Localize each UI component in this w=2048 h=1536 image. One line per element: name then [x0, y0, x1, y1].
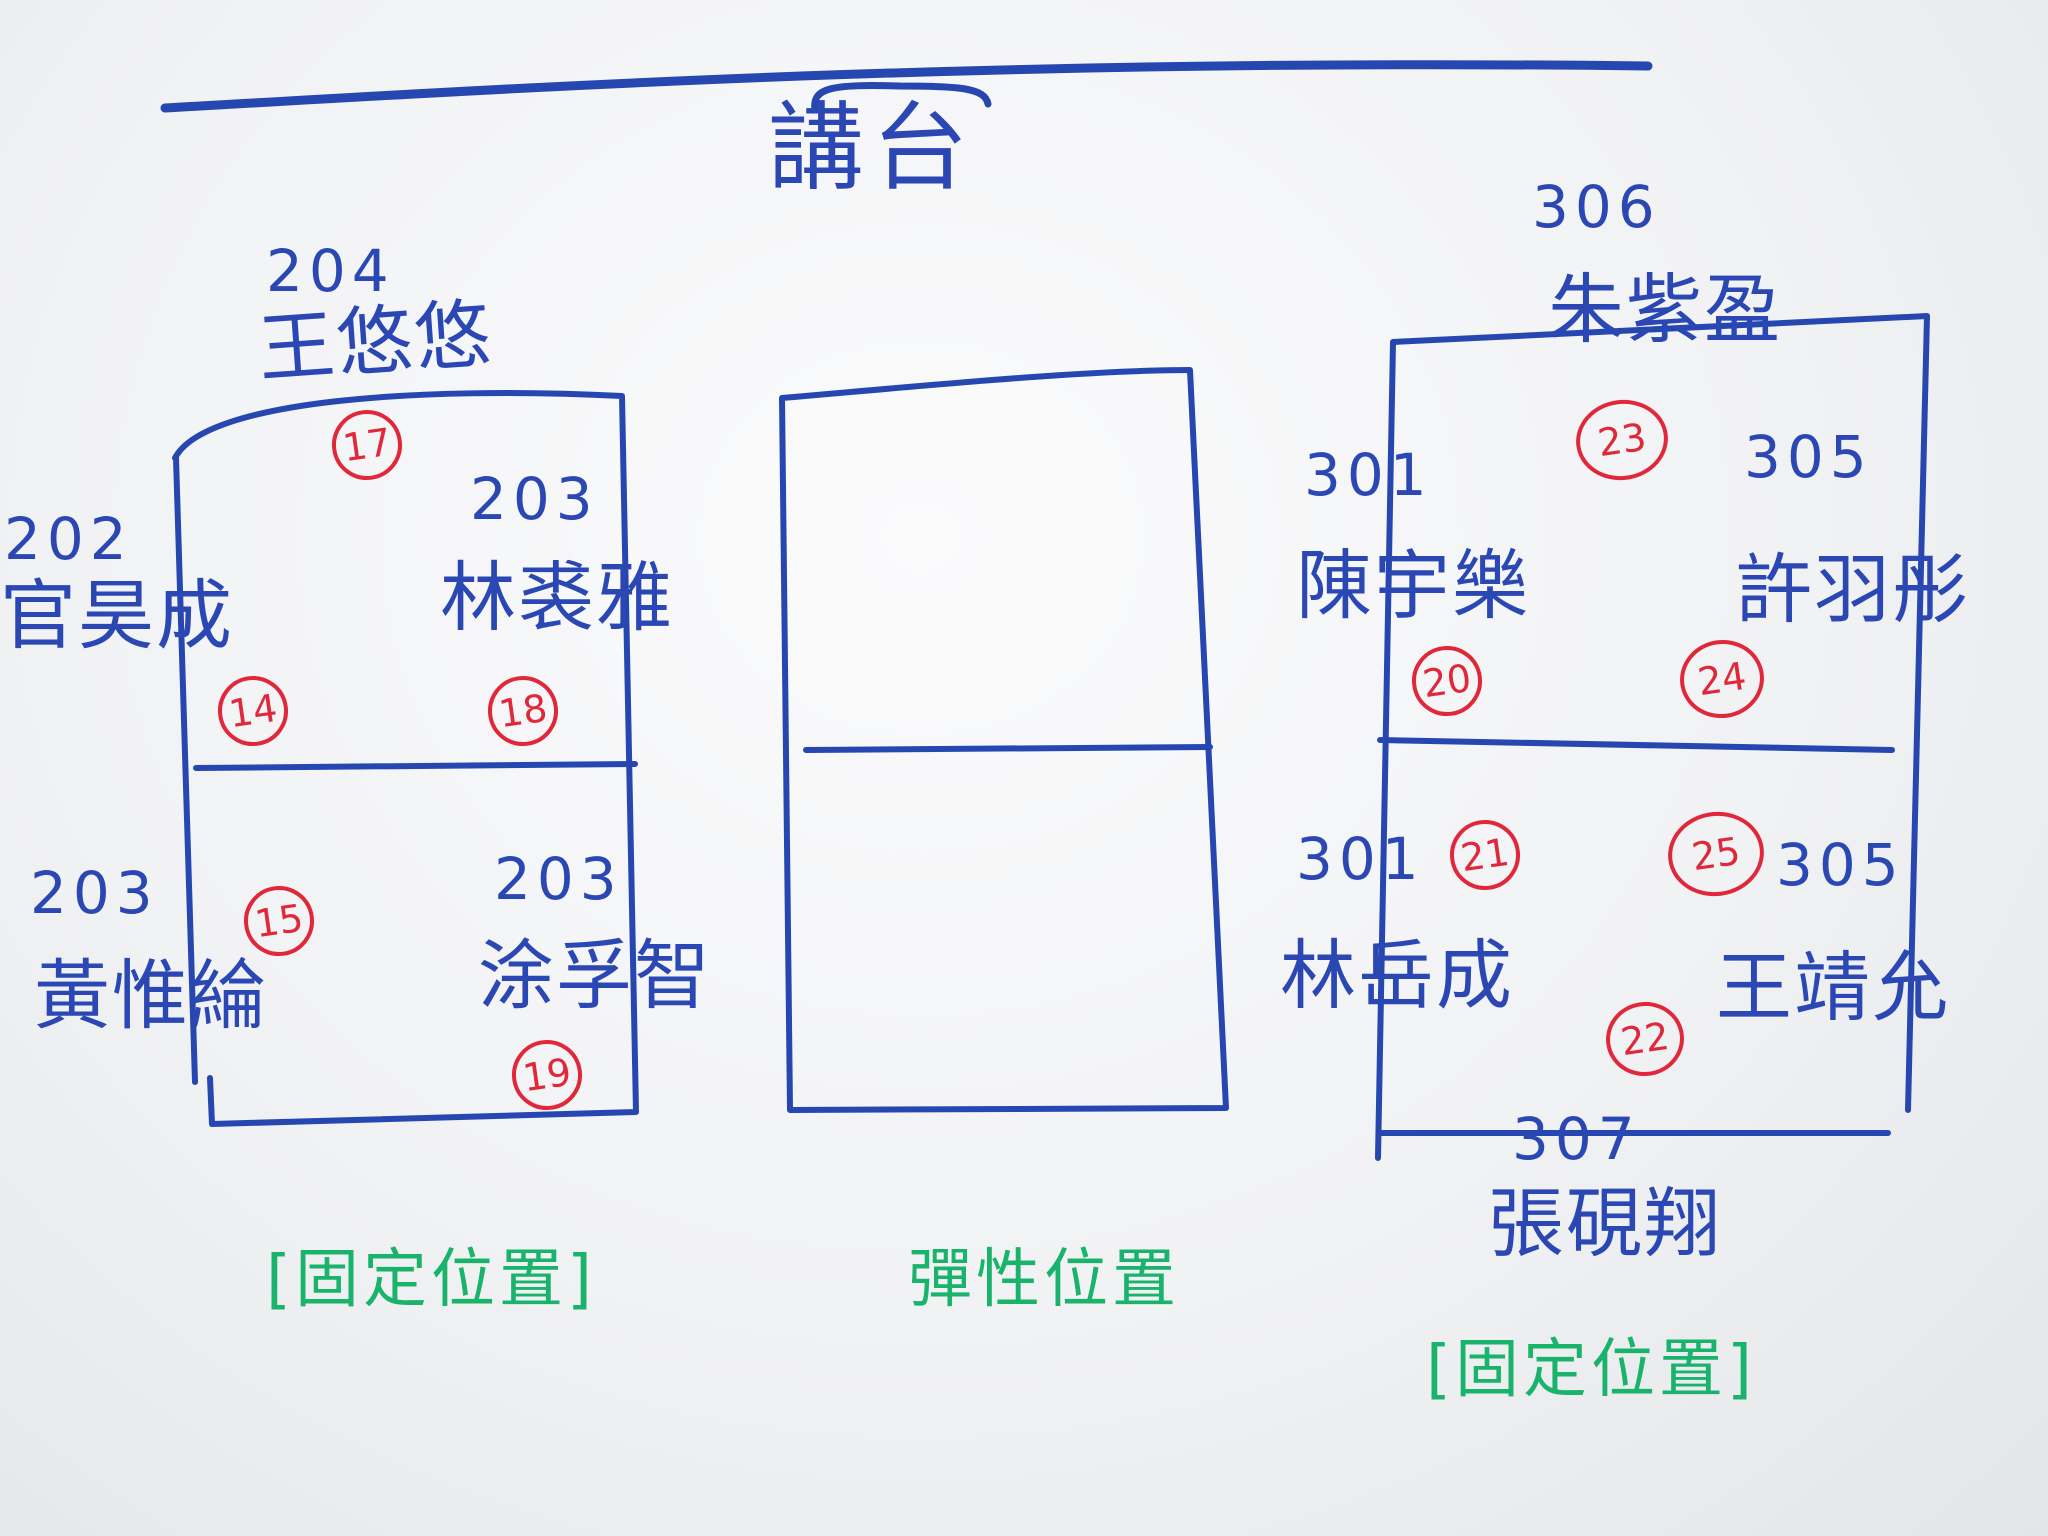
room-number: 301 [1296, 825, 1425, 893]
student-name: 官昊成 [0, 571, 234, 660]
left-table-divider [193, 761, 638, 771]
room-number: 306 [1532, 173, 1661, 241]
student-name: 張硯翔 [1488, 1179, 1722, 1268]
room-number: 203 [494, 845, 623, 913]
middle-table-outline [779, 367, 1229, 1113]
student-name: 林岳成 [1280, 931, 1514, 1020]
student-name: 許羽彤 [1736, 545, 1970, 634]
room-number: 204 [266, 237, 395, 305]
room-number: 203 [30, 859, 159, 927]
student-name: 王靖允 [1716, 943, 1950, 1032]
podium-title: 講台 [768, 92, 976, 204]
room-number: 305 [1744, 423, 1873, 491]
right-table-outline [1375, 313, 1930, 1161]
student-name: 林裘雅 [440, 553, 674, 642]
flexible-position-caption: 彈性位置 [908, 1243, 1180, 1317]
middle-table-divider [803, 744, 1213, 753]
left-table-outline [172, 390, 639, 1127]
podium-bracket [811, 82, 992, 114]
student-name: 王悠悠 [255, 288, 496, 394]
room-number: 301 [1304, 441, 1433, 509]
fixed-position-caption: [固定位置] [1426, 1333, 1756, 1407]
student-name: 陳宇樂 [1296, 541, 1530, 630]
room-number: 307 [1512, 1105, 1641, 1173]
room-number: 202 [4, 505, 133, 573]
room-number: 203 [470, 465, 599, 533]
student-name: 涂孚智 [478, 931, 712, 1020]
student-name: 朱紫盈 [1548, 265, 1782, 354]
student-name: 黃惟綸 [34, 951, 268, 1040]
fixed-position-caption: [固定位置] [266, 1243, 596, 1317]
right-table-divider [1377, 737, 1895, 753]
podium-line [160, 60, 1653, 113]
room-number: 305 [1776, 831, 1905, 899]
